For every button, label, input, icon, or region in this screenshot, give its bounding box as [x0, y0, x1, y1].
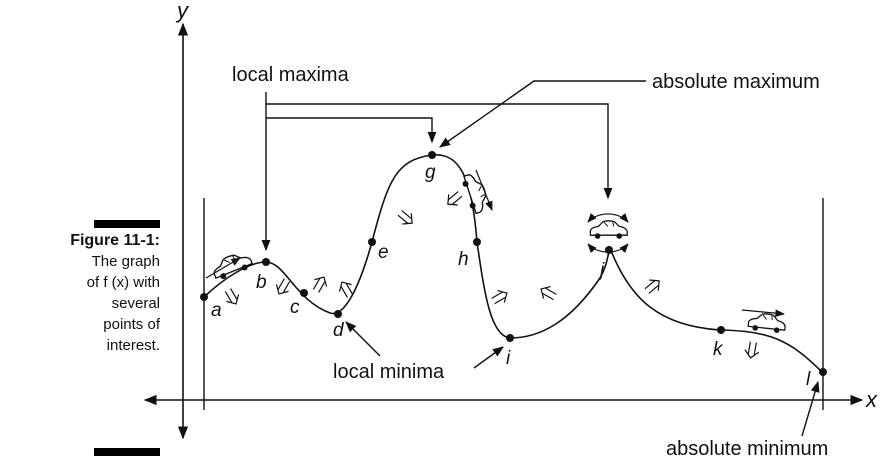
slope-marker — [394, 206, 418, 230]
slope-marker — [536, 282, 560, 304]
figure-caption: Figure 11-1: The graph of f (x) with sev… — [0, 220, 160, 456]
caption-line: The graph — [91, 253, 160, 270]
point-label-j: j — [597, 260, 605, 281]
point-b — [262, 258, 270, 266]
direction-arrow-icon — [475, 169, 493, 211]
local-minima-arrow-i — [473, 346, 504, 369]
point-label-l: l — [806, 369, 811, 390]
caption-line: several — [111, 295, 160, 312]
point-k — [717, 326, 725, 334]
absolute-maximum-arrow — [439, 80, 646, 148]
y-axis-label: y — [175, 0, 190, 23]
local-maxima-label: local maxima — [232, 64, 350, 86]
point-j — [605, 246, 613, 254]
local-minima-label: local minima — [333, 361, 445, 383]
point-i — [506, 334, 514, 342]
local-maxima-arrow-g — [266, 117, 437, 144]
caption-title: Figure 11-1: — [70, 232, 160, 249]
point-h — [473, 238, 481, 246]
absolute-maximum-label: absolute maximum — [652, 71, 820, 93]
point-label-a: a — [211, 300, 222, 321]
point-e — [368, 238, 376, 246]
point-label-i: i — [506, 348, 511, 369]
slope-marker — [335, 277, 357, 301]
local-minima-arrow-d — [345, 321, 381, 357]
point-g — [428, 151, 436, 159]
slope-marker — [221, 285, 243, 309]
point-label-d: d — [333, 320, 345, 341]
caption-line: interest. — [106, 337, 160, 354]
rotation-arrows-icon — [587, 212, 629, 254]
point-label-k: k — [713, 339, 724, 360]
slope-marker — [641, 274, 665, 298]
caption-rule-top — [94, 220, 160, 228]
point-label-h: h — [458, 249, 469, 270]
car-icon — [209, 248, 255, 283]
caption-rule-bottom — [94, 448, 160, 456]
car-icon — [589, 220, 628, 240]
slope-marker — [442, 187, 466, 211]
slope-marker — [309, 272, 331, 296]
caption-line: points of — [103, 316, 160, 333]
car-icon — [747, 311, 787, 335]
absolute-minimum-label: absolute minimum — [666, 438, 828, 460]
point-d — [334, 310, 342, 318]
car-icon — [459, 170, 492, 216]
x-axis-label: x — [865, 387, 878, 412]
point-c — [300, 289, 308, 297]
point-label-b: b — [256, 272, 267, 293]
point-label-c: c — [290, 297, 300, 318]
absolute-minimum-arrow — [801, 380, 820, 437]
local-maxima-arrow-j — [266, 103, 613, 200]
caption-line: of f (x) with — [86, 274, 160, 291]
point-a — [200, 293, 208, 301]
slope-marker — [488, 286, 512, 308]
point-label-g: g — [425, 162, 436, 183]
slope-marker — [743, 340, 761, 360]
point-l — [819, 368, 827, 376]
direction-arrow-icon — [205, 257, 241, 279]
point-label-e: e — [378, 242, 389, 263]
direction-arrow-icon — [741, 309, 785, 318]
